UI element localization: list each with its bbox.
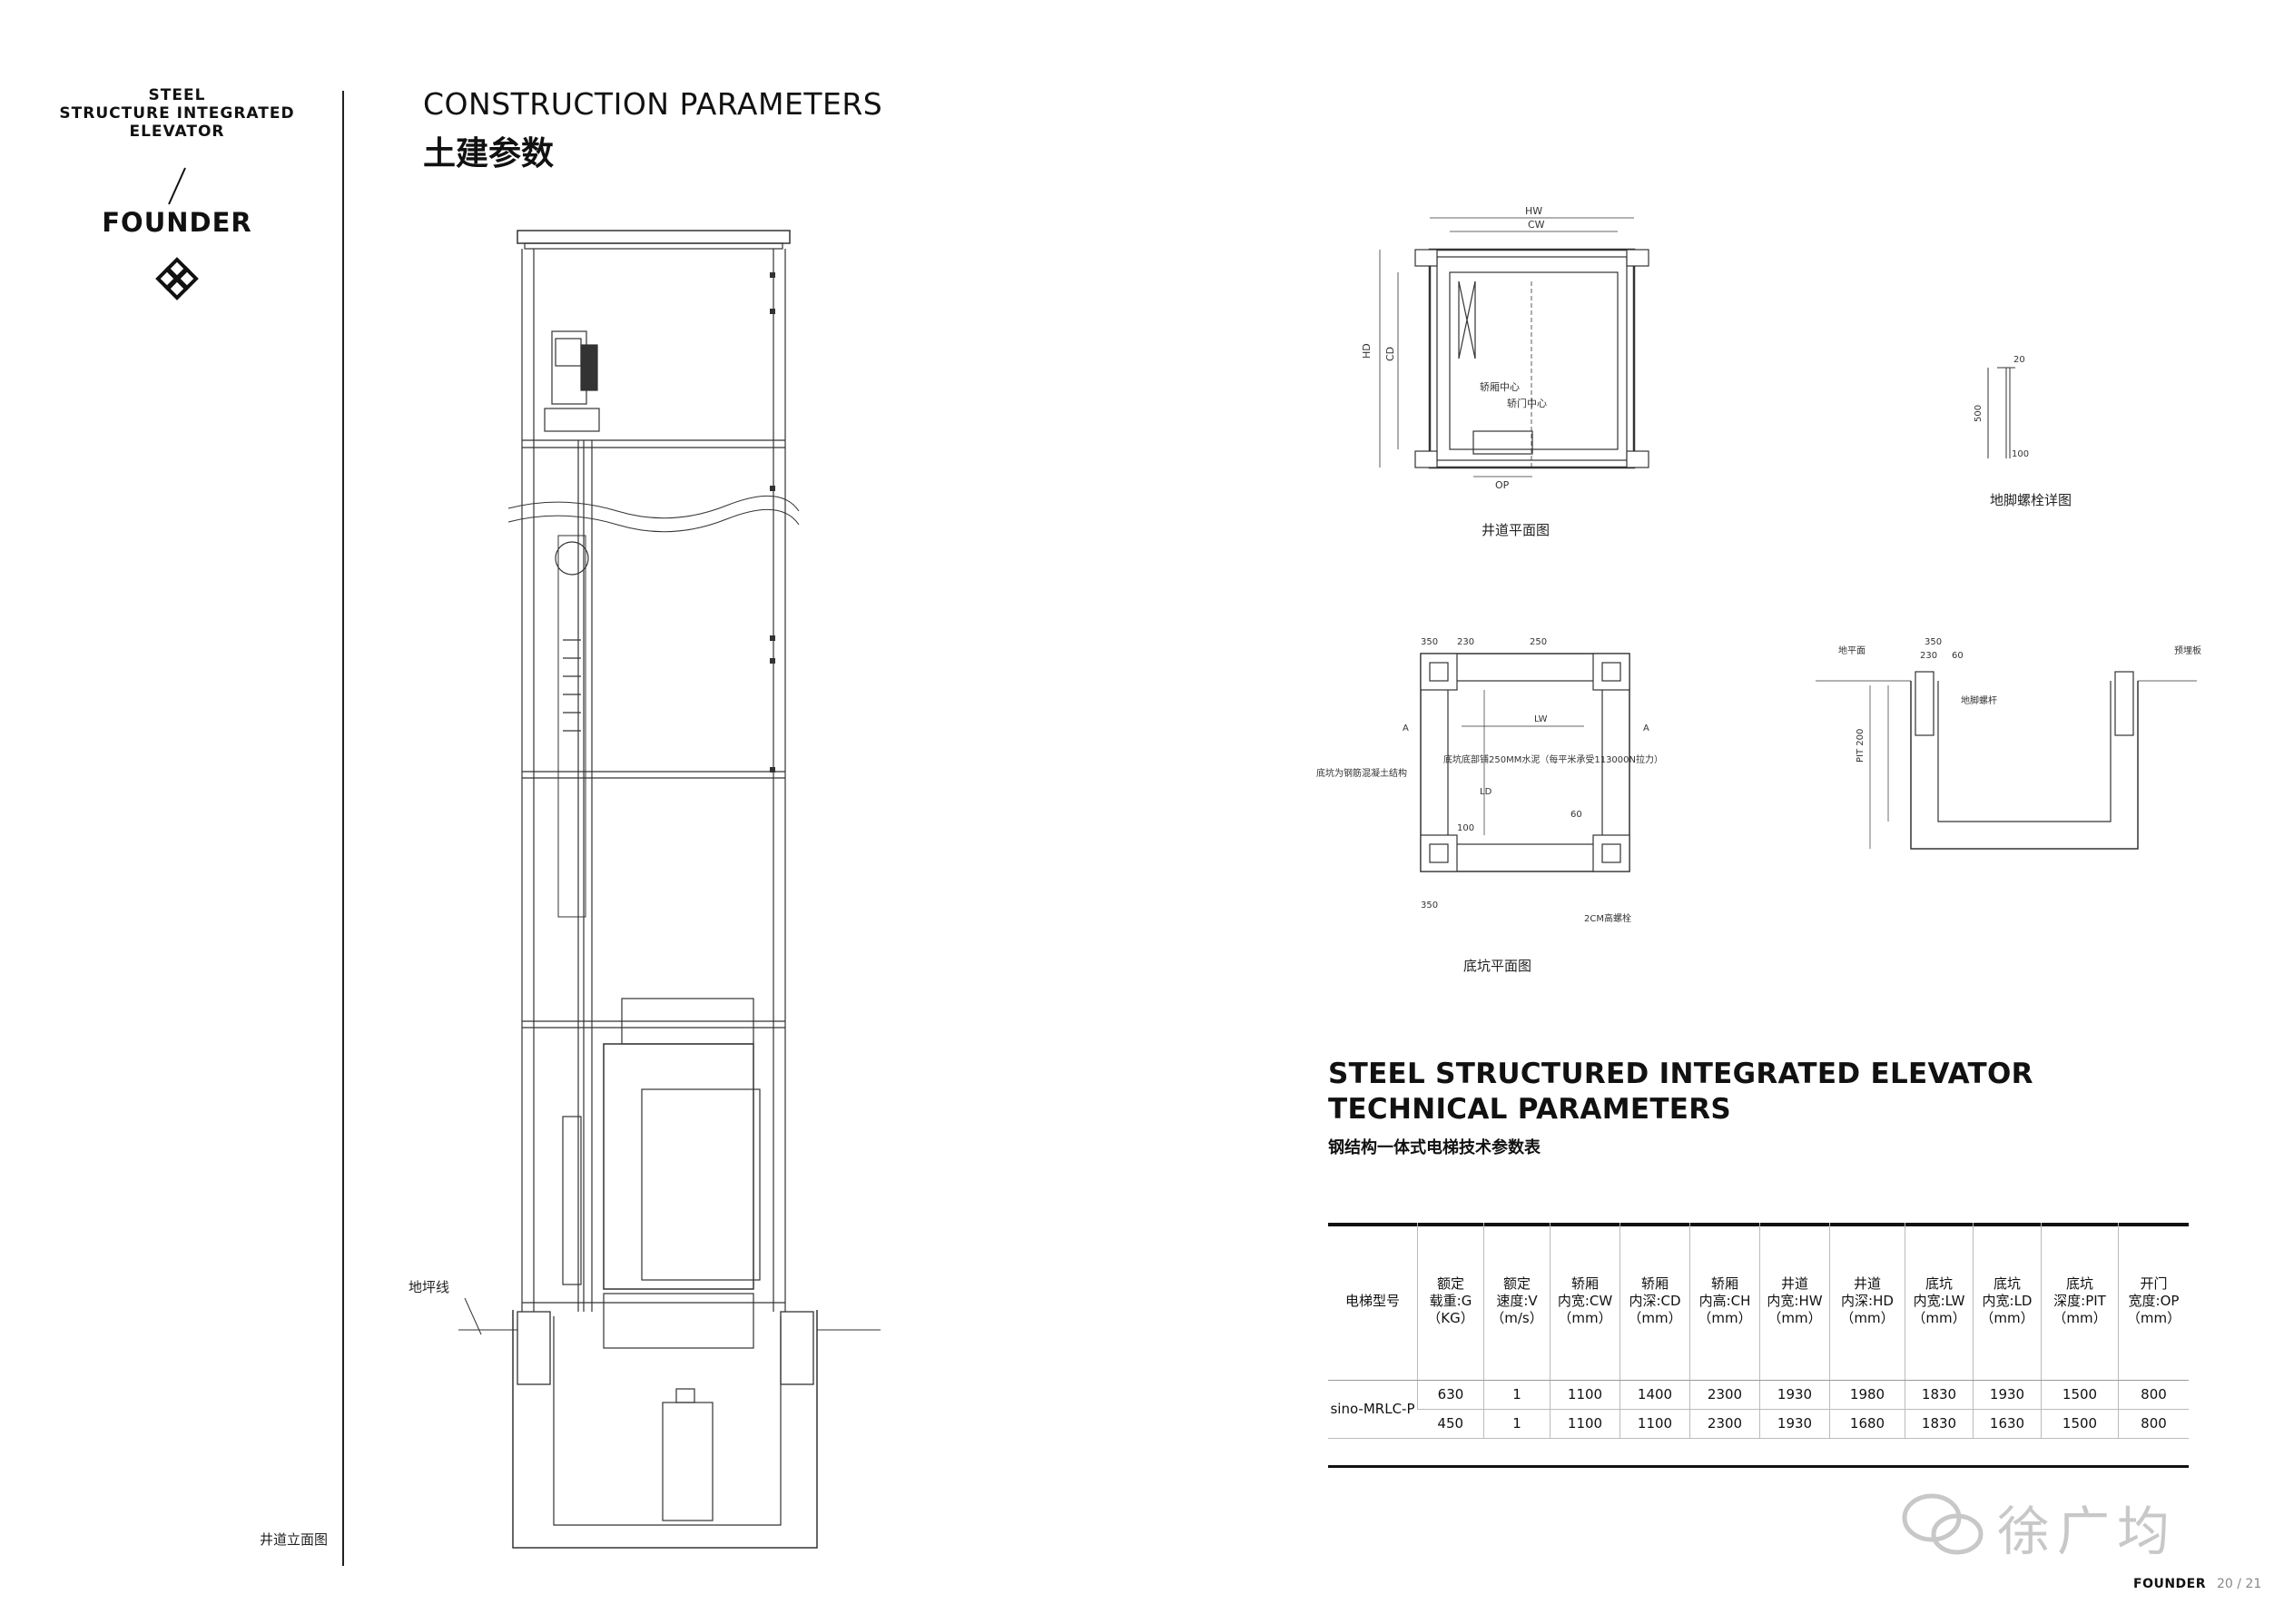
table-cell: 800 <box>2118 1380 2189 1410</box>
section-dim-60: 60 <box>1952 651 1964 661</box>
pit-dim-250: 250 <box>1530 637 1547 647</box>
table-header-row: 电梯型号 额定载重:G（KG） 额定速度:V（m/s） 轿厢内宽:CW（mm） … <box>1328 1223 2189 1381</box>
section-plate-label: 预埋板 <box>2174 645 2201 656</box>
header-hw: 井道内宽:HW（mm） <box>1759 1223 1830 1381</box>
pit-dim-lw: LW <box>1534 714 1548 724</box>
dim-hw: HW <box>1525 205 1542 217</box>
footer-brand: FOUNDER <box>2133 1577 2207 1591</box>
header-hd: 井道内深:HD（mm） <box>1829 1223 1905 1381</box>
table-cell: 1 <box>1483 1380 1551 1410</box>
section-dim-pit: PIT 200 <box>1856 729 1866 763</box>
table-cell: 1100 <box>1550 1409 1620 1439</box>
door-center-label: 轿门中心 <box>1507 397 1547 409</box>
brand-slash-divider <box>168 167 186 205</box>
table-cell: 1630 <box>1973 1409 2042 1439</box>
page-number: 20 / 21 <box>2217 1577 2262 1591</box>
bolt-dim-500: 500 <box>1974 405 1984 422</box>
tech-params-title: STEEL STRUCTURED INTEGRATED ELEVATOR TEC… <box>1328 1057 2033 1127</box>
table-cell: 1100 <box>1550 1380 1620 1410</box>
watermark-text: 徐广均 <box>1997 1501 2178 1562</box>
table-cell: 1 <box>1483 1409 1551 1439</box>
pit-dim-350-top: 350 <box>1421 637 1438 647</box>
wechat-watermark-icon <box>1902 1493 1984 1555</box>
header-ch: 轿厢内高:CH（mm） <box>1689 1223 1760 1381</box>
header-ld: 底坑内宽:LD（mm） <box>1973 1223 2042 1381</box>
header-lw: 底坑内宽:LW（mm） <box>1905 1223 1974 1381</box>
shaft-plan-caption: 井道平面图 <box>1482 522 1551 538</box>
anchor-bolt-detail: 20 500 100 <box>1974 355 2029 459</box>
elevation-caption: 井道立面图 <box>260 1531 329 1548</box>
tech-params-subtitle: 钢结构一体式电梯技术参数表 <box>1328 1138 1541 1157</box>
tech-title-line-2: TECHNICAL PARAMETERS <box>1328 1093 1732 1126</box>
table-cell: 1400 <box>1619 1380 1690 1410</box>
shaft-plan-drawing: HW CW HD CD OP 轿厢中心 轿门中心 <box>1361 205 1649 491</box>
shaft-elevation-drawing <box>458 230 881 1549</box>
bolt-dim-100: 100 <box>2012 449 2029 459</box>
brand-line-3: ELEVATOR <box>129 123 225 141</box>
table-cell: 630 <box>1417 1380 1484 1410</box>
table-cell: 2300 <box>1689 1409 1760 1439</box>
column-divider <box>342 91 344 1566</box>
table-cell: 2300 <box>1689 1380 1760 1410</box>
dim-op: OP <box>1495 479 1510 491</box>
header-speed: 额定速度:V（m/s） <box>1483 1223 1551 1381</box>
tech-title-line-1: STEEL STRUCTURED INTEGRATED ELEVATOR <box>1328 1058 2033 1090</box>
pit-dim-350-bottom: 350 <box>1421 901 1438 910</box>
table-row: 450 1 1100 1100 2300 1930 1680 1830 1630… <box>1328 1409 2189 1439</box>
ground-line-label: 地坪线 <box>409 1279 450 1295</box>
brand-line-1: STEEL <box>148 86 206 104</box>
pit-dim-ld: LD <box>1480 787 1492 797</box>
page-title-cn: 土建参数 <box>423 135 555 172</box>
page-title: CONSTRUCTION PARAMETERS <box>423 86 883 122</box>
section-floor-label: 地平面 <box>1838 645 1866 656</box>
table-cell: 1500 <box>2041 1409 2119 1439</box>
pit-plan-caption: 底坑平面图 <box>1463 958 1532 974</box>
header-cd: 轿厢内深:CD（mm） <box>1619 1223 1690 1381</box>
brand-title: STEEL STRUCTURE INTEGRATED ELEVATOR <box>36 86 318 141</box>
car-center-label: 轿厢中心 <box>1480 380 1520 393</box>
table-cell: 1500 <box>2041 1380 2119 1410</box>
dim-cd: CD <box>1384 347 1396 361</box>
table-cell: 1830 <box>1905 1409 1974 1439</box>
pit-dim-100: 100 <box>1457 823 1474 833</box>
section-bolt-label: 地脚螺杆 <box>1961 694 1997 706</box>
table-cell: 1930 <box>1973 1380 2042 1410</box>
section-dim-230: 230 <box>1920 651 1937 661</box>
header-model: 电梯型号 <box>1328 1223 1418 1381</box>
table-cell: 1680 <box>1829 1409 1905 1439</box>
table-cell: 1930 <box>1759 1409 1830 1439</box>
bolt-detail-caption: 地脚螺栓详图 <box>1990 492 2072 508</box>
section-dim-350: 350 <box>1925 637 1942 647</box>
cell-model: sino-MRLC-P <box>1328 1380 1418 1439</box>
table-cell: 1930 <box>1759 1380 1830 1410</box>
table-cell: 450 <box>1417 1409 1484 1439</box>
pit-dim-a-right: A <box>1643 723 1649 733</box>
dim-cw: CW <box>1528 219 1545 231</box>
header-load: 额定载重:G（KG） <box>1417 1223 1484 1381</box>
pit-center-note: 底坑底部铺250MM水泥（每平米承受113000N拉力） <box>1443 753 1663 765</box>
bolt-dim-20: 20 <box>2013 355 2025 365</box>
pit-dim-60: 60 <box>1570 810 1582 820</box>
brand-name: FOUNDER <box>102 207 252 238</box>
pit-left-note: 底坑为钢筋混凝土结构 <box>1316 767 1407 779</box>
tech-params-table: 电梯型号 额定载重:G（KG） 额定速度:V（m/s） 轿厢内宽:CW（mm） … <box>1328 1223 2189 1439</box>
header-pit: 底坑深度:PIT（mm） <box>2041 1223 2119 1381</box>
pit-section-drawing: 地平面 地脚螺杆 预埋板 350 230 60 PIT 200 <box>1816 637 2201 850</box>
dim-hd: HD <box>1361 343 1373 359</box>
pit-dim-a-left: A <box>1403 723 1409 733</box>
pit-bottom-note: 2CM高螺栓 <box>1584 912 1631 924</box>
table-cell: 1830 <box>1905 1380 1974 1410</box>
header-cw: 轿厢内宽:CW（mm） <box>1550 1223 1620 1381</box>
brand-line-2: STRUCTURE INTEGRATED <box>59 104 295 123</box>
table-row: sino-MRLC-P 630 1 1100 1400 2300 1930 19… <box>1328 1380 2189 1439</box>
pit-plan-drawing: 350 230 250 LW LD A A 底坑底部铺250MM水泥（每平米承受… <box>1316 637 1663 924</box>
table-bottom-rule <box>1328 1465 2189 1468</box>
header-op: 开门宽度:OP（mm） <box>2118 1223 2189 1381</box>
pit-dim-230: 230 <box>1457 637 1474 647</box>
table-cell: 1980 <box>1829 1380 1905 1410</box>
table-cell: 1100 <box>1619 1409 1690 1439</box>
table-cell: 800 <box>2118 1409 2189 1439</box>
brand-knot-logo-icon <box>155 257 199 300</box>
